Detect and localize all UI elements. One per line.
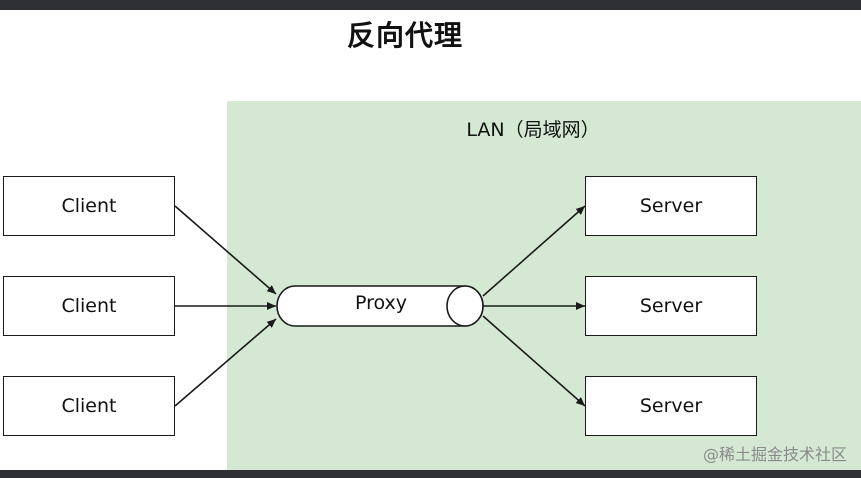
watermark-text: @稀土掘金技术社区 [702, 445, 847, 464]
server-box-3: Server [585, 376, 757, 436]
top-bar [0, 0, 861, 10]
lan-region [227, 101, 861, 470]
proxy-label: Proxy [354, 292, 408, 314]
server-box-1: Server [585, 176, 757, 236]
diagram-title: 反向代理 [346, 19, 463, 52]
client-box-2: Client [3, 276, 175, 336]
client-box-3: Client [3, 376, 175, 436]
bottom-bar [0, 470, 861, 478]
server-box-2: Server [585, 276, 757, 336]
lan-label: LAN（局域网） [466, 119, 600, 141]
client-box-1: Client [3, 176, 175, 236]
